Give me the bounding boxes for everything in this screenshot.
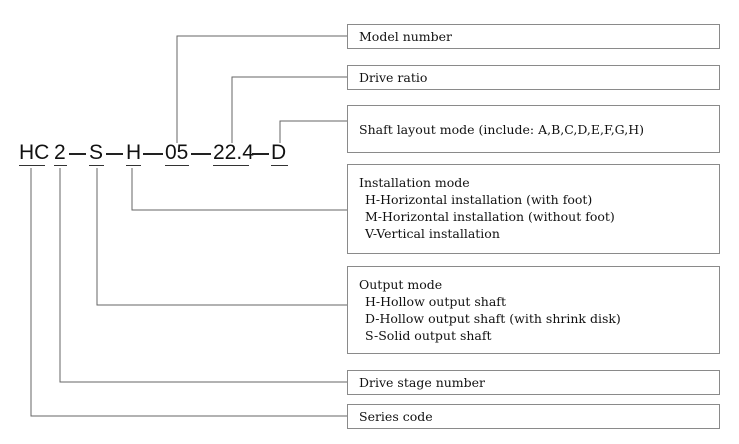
underline-ratio [213,165,249,166]
underline-model [165,165,189,166]
output-title: Output mode [359,277,443,292]
connector-drive-stage [59,168,347,383]
code-dash [252,153,269,155]
label-drive-stage: Drive stage number [359,375,486,390]
underline-layout [271,165,288,166]
installation-title: Installation mode [359,175,470,190]
box-drive-stage: Drive stage number [347,370,720,395]
output-item: H-Hollow output shaft [365,294,506,309]
installation-item: V-Vertical installation [365,226,500,241]
connector-shaft-layout [279,120,347,143]
code-ratio: 22.4 [213,141,254,164]
box-output: Output mode H-Hollow output shaft D-Holl… [347,266,720,354]
connector-drive-ratio [231,76,347,143]
connector-model-number [176,35,347,143]
box-installation: Installation mode H-Horizontal installat… [347,164,720,254]
box-drive-ratio: Drive ratio [347,65,720,90]
label-drive-ratio: Drive ratio [359,70,428,85]
label-shaft-layout: Shaft layout mode (include: A,B,C,D,E,F,… [359,121,644,137]
output-item: D-Hollow output shaft (with shrink disk) [365,311,621,326]
code-dash [191,153,211,155]
code-install: H [126,141,142,164]
label-series-code: Series code [359,409,433,424]
code-dash [69,153,86,155]
underline-stage [54,165,67,166]
code-layout: D [271,141,287,164]
installation-item: H-Horizontal installation (with foot) [365,192,593,207]
connector-series-code [30,168,347,417]
code-series: HC [19,141,50,164]
connector-output [96,168,347,306]
underline-install [126,165,141,166]
box-shaft-layout: Shaft layout mode (include: A,B,C,D,E,F,… [347,105,720,153]
box-model-number: Model number [347,24,720,49]
installation-item: M-Horizontal installation (without foot) [365,209,615,224]
code-stage: 2 [54,141,66,164]
code-output: S [89,141,104,164]
code-model: 05 [165,141,189,164]
underline-output [89,165,104,166]
code-dash [106,153,123,155]
connector-installation [131,168,347,211]
underline-series [19,165,45,166]
label-model-number: Model number [359,29,453,44]
box-series-code: Series code [347,404,720,429]
output-item: S-Solid output shaft [365,328,492,343]
code-dash [143,153,163,155]
